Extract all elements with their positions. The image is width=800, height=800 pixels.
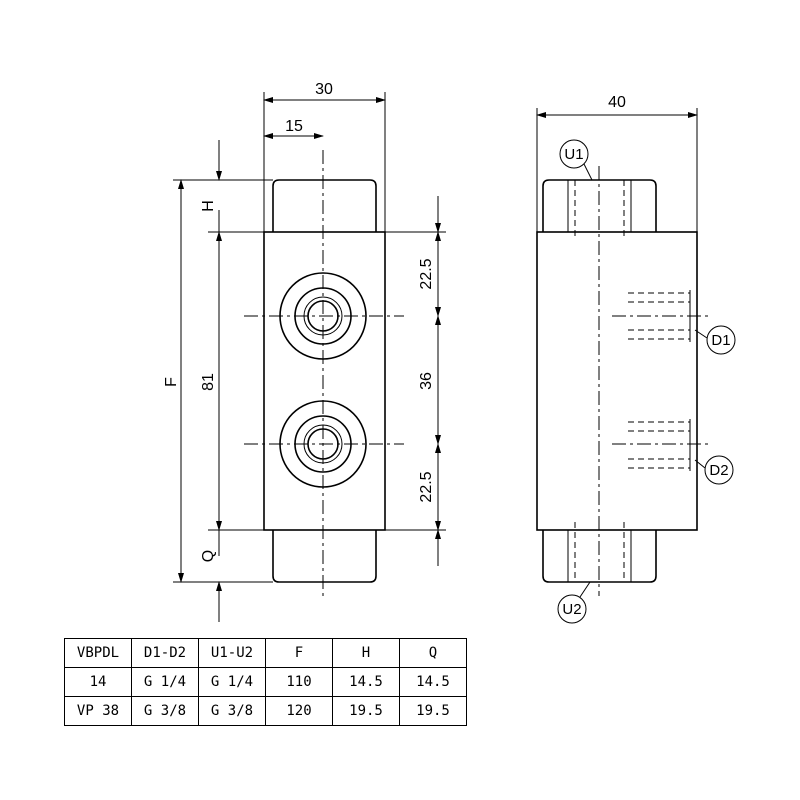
table-cell: G 1/4 — [131, 667, 199, 697]
header-cell: VBPDL — [64, 638, 132, 668]
front-body — [263, 231, 386, 531]
header-cell: F — [265, 638, 333, 668]
spec-table: VBPDL D1-D2 U1-U2 F H Q 14 G 1/4 G 1/4 1… — [64, 638, 467, 726]
dim-F-label: F — [163, 377, 180, 387]
front-bottom-fitting — [272, 530, 377, 583]
tag-u2: U2 — [557, 581, 591, 624]
front-view: 30 15 F 81 H Q 22.5 36 22.5 — [163, 81, 446, 622]
dim-side-width: 40 — [608, 94, 626, 111]
table-cell: 14.5 — [399, 667, 467, 697]
table-cell: 110 — [265, 667, 333, 697]
dim-spacing-bottom: 22.5 — [418, 471, 435, 502]
table-cell: 19.5 — [332, 696, 400, 726]
table-cell: 14.5 — [332, 667, 400, 697]
dim-H-label: H — [200, 200, 217, 212]
svg-text:U2: U2 — [562, 601, 581, 618]
svg-text:D2: D2 — [709, 462, 728, 479]
side-body — [536, 231, 698, 531]
table-cell: VP 38 — [64, 696, 132, 726]
tag-u1: U1 — [559, 139, 593, 181]
table-cell: 19.5 — [399, 696, 467, 726]
table-cell: 120 — [265, 696, 333, 726]
tag-d1: D1 — [694, 325, 736, 355]
table-row: VP 38 G 3/8 G 3/8 120 19.5 19.5 — [64, 696, 467, 726]
dim-width-total: 30 — [315, 81, 333, 98]
dim-spacing-top: 22.5 — [418, 258, 435, 289]
table-cell: G 3/8 — [198, 696, 266, 726]
table-row: 14 G 1/4 G 1/4 110 14.5 14.5 — [64, 667, 467, 697]
table-cell: 14 — [64, 667, 132, 697]
header-cell: D1-D2 — [131, 638, 199, 668]
table-cell: G 3/8 — [131, 696, 199, 726]
dim-spacing-mid: 36 — [418, 372, 435, 390]
header-cell: H — [332, 638, 400, 668]
table-header-row: VBPDL D1-D2 U1-U2 F H Q — [64, 638, 467, 668]
side-view: 40 U1 U2 D1 D2 — [536, 94, 736, 624]
front-top-fitting — [272, 179, 377, 232]
table-cell: G 1/4 — [198, 667, 266, 697]
header-cell: Q — [399, 638, 467, 668]
side-bottom-fitting — [542, 530, 657, 583]
dim-width-half: 15 — [285, 118, 303, 135]
dim-Q-label: Q — [200, 550, 217, 562]
header-cell: U1-U2 — [198, 638, 266, 668]
svg-text:U1: U1 — [564, 146, 583, 163]
tag-d2: D2 — [694, 455, 734, 485]
dim-body-height: 81 — [200, 373, 217, 391]
svg-text:D1: D1 — [711, 332, 730, 349]
